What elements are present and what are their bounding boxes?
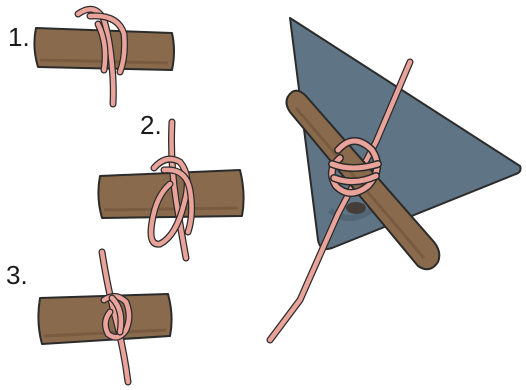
step-1-illustration: 1. bbox=[8, 9, 174, 104]
step-3-illustration: 3. bbox=[6, 252, 172, 382]
step-1-label: 1. bbox=[8, 22, 30, 52]
step-2-illustration: 2. bbox=[98, 110, 243, 258]
tarp-illustration bbox=[270, 18, 521, 340]
step-3-label: 3. bbox=[6, 260, 28, 290]
step-2-label: 2. bbox=[140, 110, 162, 140]
